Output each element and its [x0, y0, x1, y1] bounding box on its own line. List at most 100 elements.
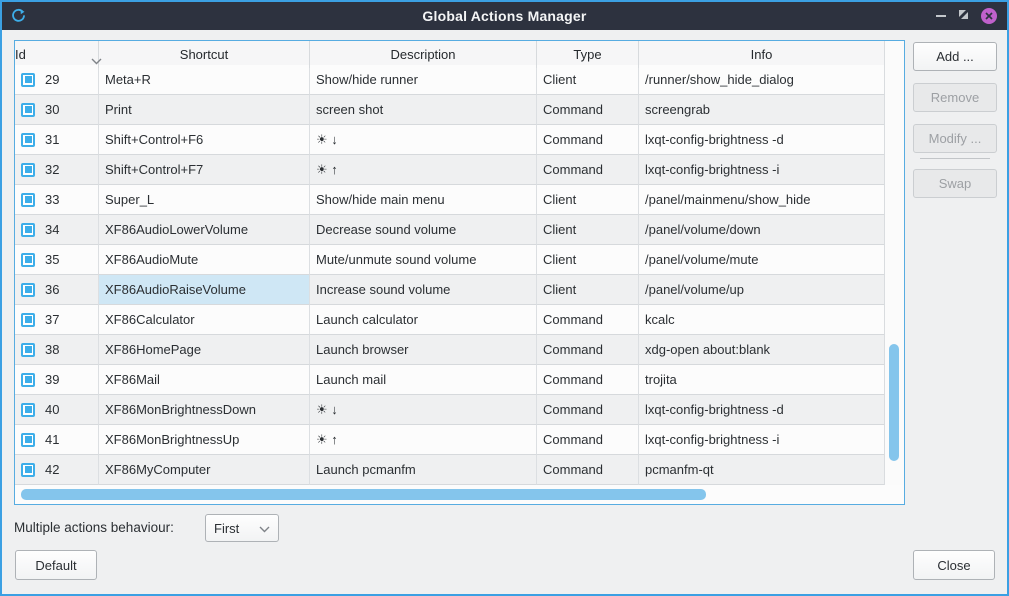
info-cell[interactable]: kcalc	[639, 305, 884, 335]
vertical-scrollbar[interactable]	[884, 41, 904, 485]
default-button[interactable]: Default	[15, 550, 97, 580]
type-cell[interactable]: Client	[537, 245, 639, 275]
table-row[interactable]: 35 XF86AudioMute Mute/unmute sound volum…	[15, 245, 884, 275]
row-checkbox[interactable]	[21, 402, 35, 417]
table-row[interactable]: 37 XF86Calculator Launch calculator Comm…	[15, 305, 884, 335]
description-cell[interactable]: Decrease sound volume	[310, 215, 537, 245]
description-cell[interactable]: Launch pcmanfm	[310, 455, 537, 485]
info-cell[interactable]: /panel/mainmenu/show_hide	[639, 185, 884, 215]
minimize-icon[interactable]	[936, 15, 946, 17]
shortcut-cell[interactable]: Meta+R	[99, 65, 310, 95]
row-checkbox[interactable]	[21, 432, 35, 447]
table-row[interactable]: 40 XF86MonBrightnessDown ☀ ↓ Command lxq…	[15, 395, 884, 425]
row-checkbox[interactable]	[21, 192, 35, 207]
shortcut-cell[interactable]: XF86HomePage	[99, 335, 310, 365]
row-checkbox[interactable]	[21, 252, 35, 267]
type-cell[interactable]: Command	[537, 125, 639, 155]
shortcut-cell[interactable]: XF86MyComputer	[99, 455, 310, 485]
info-cell[interactable]: /panel/volume/mute	[639, 245, 884, 275]
shortcut-cell[interactable]: Super_L	[99, 185, 310, 215]
description-cell[interactable]: ☀ ↑	[310, 155, 537, 185]
table-row[interactable]: 32 Shift+Control+F7 ☀ ↑ Command lxqt-con…	[15, 155, 884, 185]
table-row[interactable]: 29 Meta+R Show/hide runner Client /runne…	[15, 65, 884, 95]
header-id[interactable]: Id	[15, 41, 99, 68]
row-checkbox[interactable]	[21, 72, 35, 87]
info-cell[interactable]: /panel/volume/up	[639, 275, 884, 305]
info-cell[interactable]: /runner/show_hide_dialog	[639, 65, 884, 95]
description-cell[interactable]: Show/hide main menu	[310, 185, 537, 215]
shortcut-cell[interactable]: XF86Mail	[99, 365, 310, 395]
table-row[interactable]: 39 XF86Mail Launch mail Command trojita	[15, 365, 884, 395]
type-cell[interactable]: Client	[537, 185, 639, 215]
type-cell[interactable]: Command	[537, 425, 639, 455]
header-description[interactable]: Description	[310, 41, 537, 68]
description-cell[interactable]: ☀ ↓	[310, 395, 537, 425]
row-checkbox[interactable]	[21, 372, 35, 387]
shortcut-cell[interactable]: Shift+Control+F6	[99, 125, 310, 155]
type-cell[interactable]: Command	[537, 335, 639, 365]
table-row[interactable]: 34 XF86AudioLowerVolume Decrease sound v…	[15, 215, 884, 245]
row-checkbox[interactable]	[21, 162, 35, 177]
description-cell[interactable]: Launch calculator	[310, 305, 537, 335]
description-cell[interactable]: Mute/unmute sound volume	[310, 245, 537, 275]
info-cell[interactable]: lxqt-config-brightness -i	[639, 155, 884, 185]
row-checkbox[interactable]	[21, 282, 35, 297]
description-cell[interactable]: screen shot	[310, 95, 537, 125]
type-cell[interactable]: Client	[537, 215, 639, 245]
shortcut-cell[interactable]: XF86AudioRaiseVolume	[99, 275, 310, 305]
info-cell[interactable]: pcmanfm-qt	[639, 455, 884, 485]
shortcut-cell[interactable]: XF86AudioLowerVolume	[99, 215, 310, 245]
description-cell[interactable]: Launch browser	[310, 335, 537, 365]
row-checkbox[interactable]	[21, 342, 35, 357]
shortcut-cell[interactable]: XF86MonBrightnessUp	[99, 425, 310, 455]
restore-icon[interactable]	[958, 7, 969, 25]
shortcut-cell[interactable]: Print	[99, 95, 310, 125]
header-type[interactable]: Type	[537, 41, 639, 68]
description-cell[interactable]: Launch mail	[310, 365, 537, 395]
table-row[interactable]: 41 XF86MonBrightnessUp ☀ ↑ Command lxqt-…	[15, 425, 884, 455]
behaviour-combobox[interactable]: First	[205, 514, 279, 542]
shortcut-cell[interactable]: XF86MonBrightnessDown	[99, 395, 310, 425]
info-cell[interactable]: lxqt-config-brightness -d	[639, 395, 884, 425]
description-cell[interactable]: ☀ ↓	[310, 125, 537, 155]
row-checkbox[interactable]	[21, 102, 35, 117]
description-cell[interactable]: Show/hide runner	[310, 65, 537, 95]
row-checkbox[interactable]	[21, 312, 35, 327]
table-row[interactable]: 42 XF86MyComputer Launch pcmanfm Command…	[15, 455, 884, 485]
row-checkbox[interactable]	[21, 132, 35, 147]
description-cell[interactable]: ☀ ↑	[310, 425, 537, 455]
row-checkbox[interactable]	[21, 462, 35, 477]
header-shortcut[interactable]: Shortcut	[99, 41, 310, 68]
type-cell[interactable]: Command	[537, 155, 639, 185]
table-row[interactable]: 36 XF86AudioRaiseVolume Increase sound v…	[15, 275, 884, 305]
type-cell[interactable]: Client	[537, 65, 639, 95]
info-cell[interactable]: trojita	[639, 365, 884, 395]
horizontal-scrollbar-thumb[interactable]	[21, 489, 706, 500]
type-cell[interactable]: Command	[537, 365, 639, 395]
shortcut-cell[interactable]: XF86Calculator	[99, 305, 310, 335]
type-cell[interactable]: Command	[537, 95, 639, 125]
type-cell[interactable]: Client	[537, 275, 639, 305]
table-row[interactable]: 33 Super_L Show/hide main menu Client /p…	[15, 185, 884, 215]
info-cell[interactable]: xdg-open about:blank	[639, 335, 884, 365]
add-button[interactable]: Add ...	[913, 42, 997, 71]
type-cell[interactable]: Command	[537, 455, 639, 485]
vertical-scrollbar-thumb[interactable]	[889, 344, 899, 461]
table-row[interactable]: 31 Shift+Control+F6 ☀ ↓ Command lxqt-con…	[15, 125, 884, 155]
header-info[interactable]: Info	[750, 47, 773, 62]
info-cell[interactable]: /panel/volume/down	[639, 215, 884, 245]
shortcut-cell[interactable]: Shift+Control+F7	[99, 155, 310, 185]
info-cell[interactable]: lxqt-config-brightness -i	[639, 425, 884, 455]
titlebar[interactable]: Global Actions Manager	[2, 2, 1007, 30]
description-cell[interactable]: Increase sound volume	[310, 275, 537, 305]
type-cell[interactable]: Command	[537, 395, 639, 425]
info-cell[interactable]: lxqt-config-brightness -d	[639, 125, 884, 155]
shortcut-cell[interactable]: XF86AudioMute	[99, 245, 310, 275]
table-row[interactable]: 30 Print screen shot Command screengrab	[15, 95, 884, 125]
row-checkbox[interactable]	[21, 222, 35, 237]
type-cell[interactable]: Command	[537, 305, 639, 335]
info-cell[interactable]: screengrab	[639, 95, 884, 125]
table-row[interactable]: 38 XF86HomePage Launch browser Command x…	[15, 335, 884, 365]
close-icon[interactable]	[981, 8, 997, 24]
close-button[interactable]: Close	[913, 550, 995, 580]
